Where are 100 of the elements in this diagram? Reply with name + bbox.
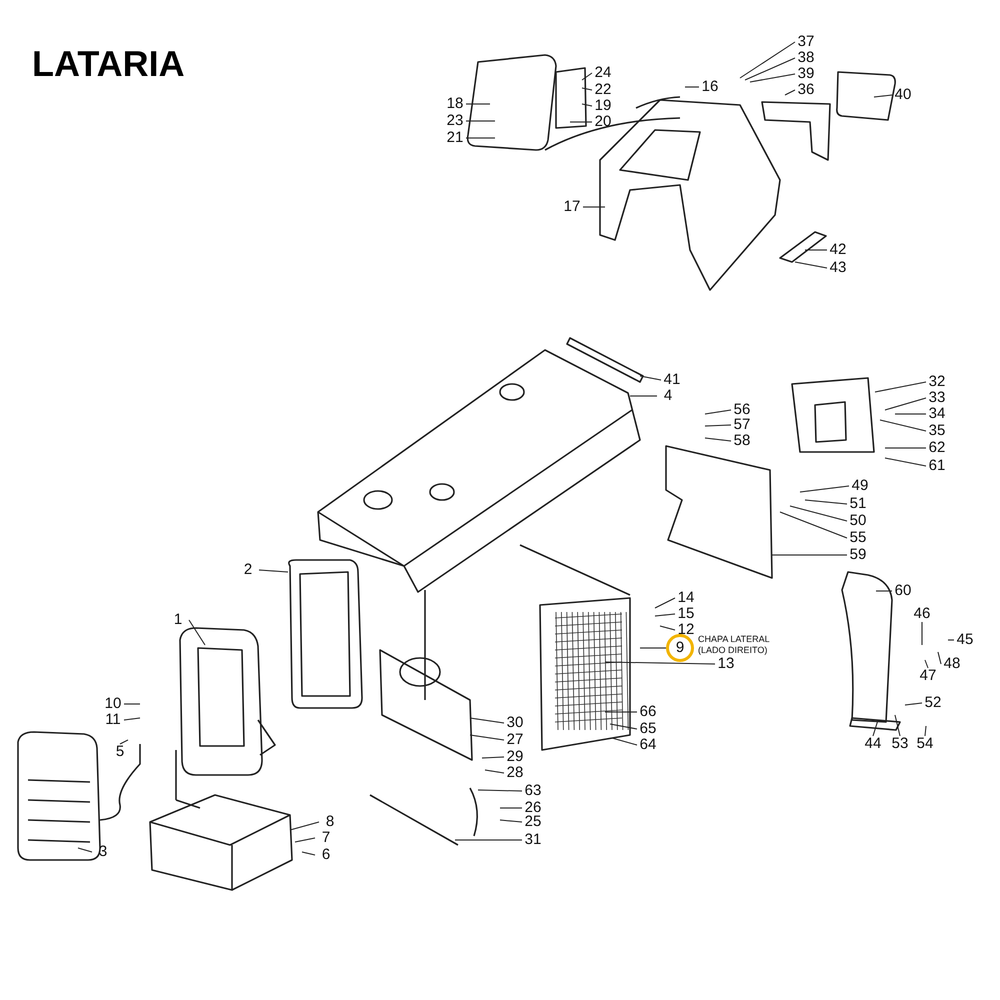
callout-number: 5 [109,744,131,760]
callout-number: 59 [847,547,869,563]
leader-line [874,382,926,392]
callout-number: 33 [926,390,948,406]
callout-number: 39 [795,66,817,82]
leader-line [124,718,140,720]
leader-line [470,718,504,724]
leader-line [794,262,828,268]
callout-number: 17 [561,199,583,215]
leader-line [938,652,942,664]
callout-number: 31 [522,832,544,848]
callout-number: 53 [889,736,911,752]
leader-line [482,756,504,758]
callout-number: 48 [941,656,963,672]
leader-line [884,398,926,410]
callout-number: 52 [922,695,944,711]
callout-number: 58 [731,433,753,449]
leader-line [740,42,796,78]
leader-line [470,734,504,740]
leader-line [610,724,638,730]
leader-line [612,738,638,746]
callout-number: 21 [444,130,466,146]
leader-line [484,770,504,774]
leader-line [654,614,676,616]
callout-number: 38 [795,50,817,66]
leader-line [800,486,850,492]
leader-line [294,838,316,842]
callout-number: 37 [795,34,817,50]
callout-number: 57 [731,417,753,433]
callout-number: 66 [637,704,659,720]
leader-line [582,72,592,80]
leader-line [804,500,848,504]
callout-number: 23 [444,113,466,129]
callout-number: 15 [675,606,697,622]
note-text: CHAPA LATERAL (LADO DIREITO) [698,634,770,656]
callout-number: 40 [892,87,914,103]
callout-number: 62 [926,440,948,456]
callout-number: 61 [926,458,948,474]
callout-number: 25 [522,814,544,830]
callout-number: 44 [862,736,884,752]
leader-line [744,58,796,80]
leader-line [876,590,892,592]
callout-number: 11 [102,712,124,728]
leader-line [78,848,92,852]
leader-line [302,852,316,856]
leader-line [582,206,606,208]
leader-line [880,420,926,432]
callout-number: 22 [592,82,614,98]
callout-number: 9 [666,634,694,662]
title: LATARIA [32,44,185,84]
callout-number: 7 [315,830,337,846]
callout-number: 18 [444,96,466,112]
callout-number: 29 [504,749,526,765]
callout-number: 64 [637,737,659,753]
leader-line [924,726,926,736]
leader-line [872,720,878,736]
callout-number: 49 [849,478,871,494]
callout-number: 47 [917,668,939,684]
leader-line [120,740,128,744]
callout-number: 8 [319,814,341,830]
callout-number: 63 [522,783,544,799]
leader-line [258,570,288,572]
leader-line [704,438,732,442]
callout-number: 10 [102,696,124,712]
callout-number: 14 [675,590,697,606]
leader-line [884,458,926,466]
callout-number: 16 [699,79,721,95]
callout-number: 1 [167,612,189,628]
leader-line [500,820,522,822]
leader-line [704,424,732,426]
leader-line [790,506,848,522]
callout-number: 36 [795,82,817,98]
callout-number: 26 [522,800,544,816]
callout-number: 3 [92,844,114,860]
leader-line [704,410,732,414]
leader-line [750,74,796,82]
callout-number: 24 [592,65,614,81]
leader-line [660,626,676,630]
callout-number: 4 [657,388,679,404]
callout-number: 2 [237,562,259,578]
leader-line [924,660,928,668]
leader-line [874,94,892,98]
leader-line [188,620,206,646]
leader-line [894,714,900,736]
callout-number: 55 [847,530,869,546]
callout-number: 56 [731,402,753,418]
callout-number: 46 [911,606,933,622]
leader-line [784,90,796,96]
callout-number: 65 [637,721,659,737]
leader-line [478,790,522,792]
leader-line [604,662,716,664]
callout-number: 32 [926,374,948,390]
leader-line [290,822,320,830]
callout-number: 27 [504,732,526,748]
leader-line [780,512,848,538]
callout-number: 51 [847,496,869,512]
callout-number: 35 [926,423,948,439]
leader-line [654,598,676,608]
callout-number: 30 [504,715,526,731]
callout-number: 45 [954,632,976,648]
